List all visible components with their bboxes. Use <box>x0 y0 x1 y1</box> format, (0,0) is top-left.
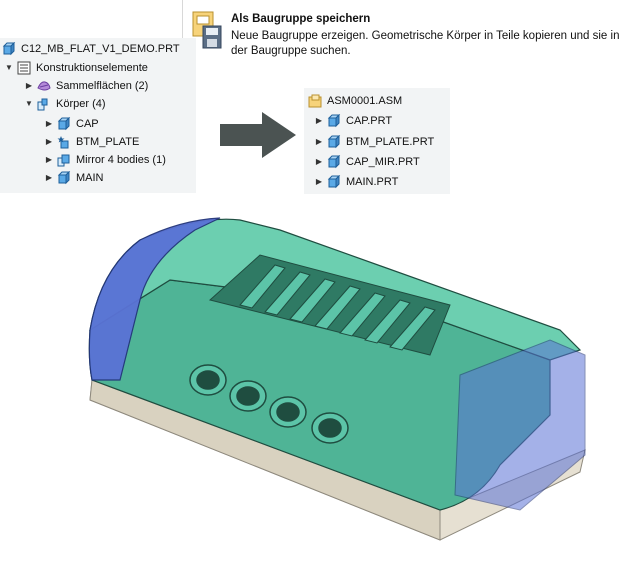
tree-node-bodies-label: Körper (4) <box>56 97 106 110</box>
body-folder-icon <box>37 97 51 111</box>
tree-body-item[interactable]: ▶ CAP <box>44 115 99 132</box>
tree-body-item[interactable]: ▶ MAIN <box>44 169 104 186</box>
assembly-part-item[interactable]: ▶ CAP_MIR.PRT <box>314 153 420 170</box>
body-star-icon <box>57 135 71 149</box>
expand-icon[interactable]: ▶ <box>45 173 53 182</box>
part-icon <box>327 174 341 189</box>
body-icon <box>57 170 71 185</box>
expand-icon[interactable]: ▶ <box>315 137 323 146</box>
assembly-icon <box>308 94 322 108</box>
3d-model-viewport[interactable] <box>80 210 600 560</box>
tree-body-label: MAIN <box>76 171 104 184</box>
expand-icon[interactable]: ▶ <box>315 157 323 166</box>
tooltip-title: Als Baugruppe speichern <box>231 13 371 25</box>
save-as-assembly-tooltip: Als Baugruppe speichern Neue Baugruppe e… <box>182 0 628 76</box>
tree-node-features[interactable]: ▼ Konstruktionselemente <box>4 59 148 76</box>
assembly-part-item[interactable]: ▶ CAP.PRT <box>314 112 392 129</box>
assembly-root-label: ASM0001.ASM <box>327 94 403 107</box>
body-icon <box>57 116 71 131</box>
expand-icon[interactable]: ▶ <box>315 116 323 125</box>
tree-node-quilts-label: Sammelflächen (2) <box>56 79 149 92</box>
save-as-assembly-icon <box>191 10 223 53</box>
tree-body-label: CAP <box>76 117 99 130</box>
tree-root-label: C12_MB_FLAT_V1_DEMO.PRT <box>21 42 180 55</box>
expand-icon[interactable]: ▶ <box>25 81 33 90</box>
mirror-body-icon <box>57 153 71 167</box>
part-icon <box>2 41 16 56</box>
expand-icon[interactable]: ▶ <box>45 137 53 146</box>
quilt-icon <box>37 79 51 93</box>
assembly-root[interactable]: ASM0001.ASM <box>308 92 402 109</box>
tree-body-label: BTM_PLATE <box>76 135 140 148</box>
tree-root[interactable]: C12_MB_FLAT_V1_DEMO.PRT <box>2 40 180 57</box>
collapse-icon[interactable]: ▼ <box>5 63 13 72</box>
assembly-part-item[interactable]: ▶ BTM_PLATE.PRT <box>314 133 434 150</box>
tree-body-item[interactable]: ▶ Mirror 4 bodies (1) <box>44 151 166 168</box>
left-model-tree: C12_MB_FLAT_V1_DEMO.PRT ▼ Konstruktionse… <box>0 38 196 193</box>
assembly-part-item[interactable]: ▶ MAIN.PRT <box>314 173 398 190</box>
collapse-icon[interactable]: ▼ <box>25 99 33 108</box>
right-assembly-tree: ASM0001.ASM ▶ CAP.PRT ▶ BTM_PLATE.PRT ▶ … <box>304 88 450 194</box>
connector-ports <box>189 364 349 444</box>
tree-node-features-label: Konstruktionselemente <box>36 61 148 74</box>
assembly-part-label: BTM_PLATE.PRT <box>346 135 435 148</box>
features-icon <box>17 61 31 75</box>
part-icon <box>327 154 341 169</box>
tooltip-description: Neue Baugruppe erzeigen. Geometrische Kö… <box>231 30 620 57</box>
assembly-part-label: CAP.PRT <box>346 114 393 127</box>
vent-slats <box>239 264 436 351</box>
right-arrow-icon <box>220 112 296 158</box>
right-cap <box>454 339 586 511</box>
part-icon <box>327 134 341 149</box>
part-icon <box>327 113 341 128</box>
assembly-part-label: CAP_MIR.PRT <box>346 155 420 168</box>
tree-body-item[interactable]: ▶ BTM_PLATE <box>44 133 139 150</box>
expand-icon[interactable]: ▶ <box>315 177 323 186</box>
expand-icon[interactable]: ▶ <box>45 119 53 128</box>
tree-node-bodies[interactable]: ▼ Körper (4) <box>24 95 106 112</box>
expand-icon[interactable]: ▶ <box>45 155 53 164</box>
tree-node-quilts[interactable]: ▶ Sammelflächen (2) <box>24 77 148 94</box>
assembly-part-label: MAIN.PRT <box>346 175 399 188</box>
left-cap <box>88 217 221 381</box>
tree-body-label: Mirror 4 bodies (1) <box>76 153 166 166</box>
